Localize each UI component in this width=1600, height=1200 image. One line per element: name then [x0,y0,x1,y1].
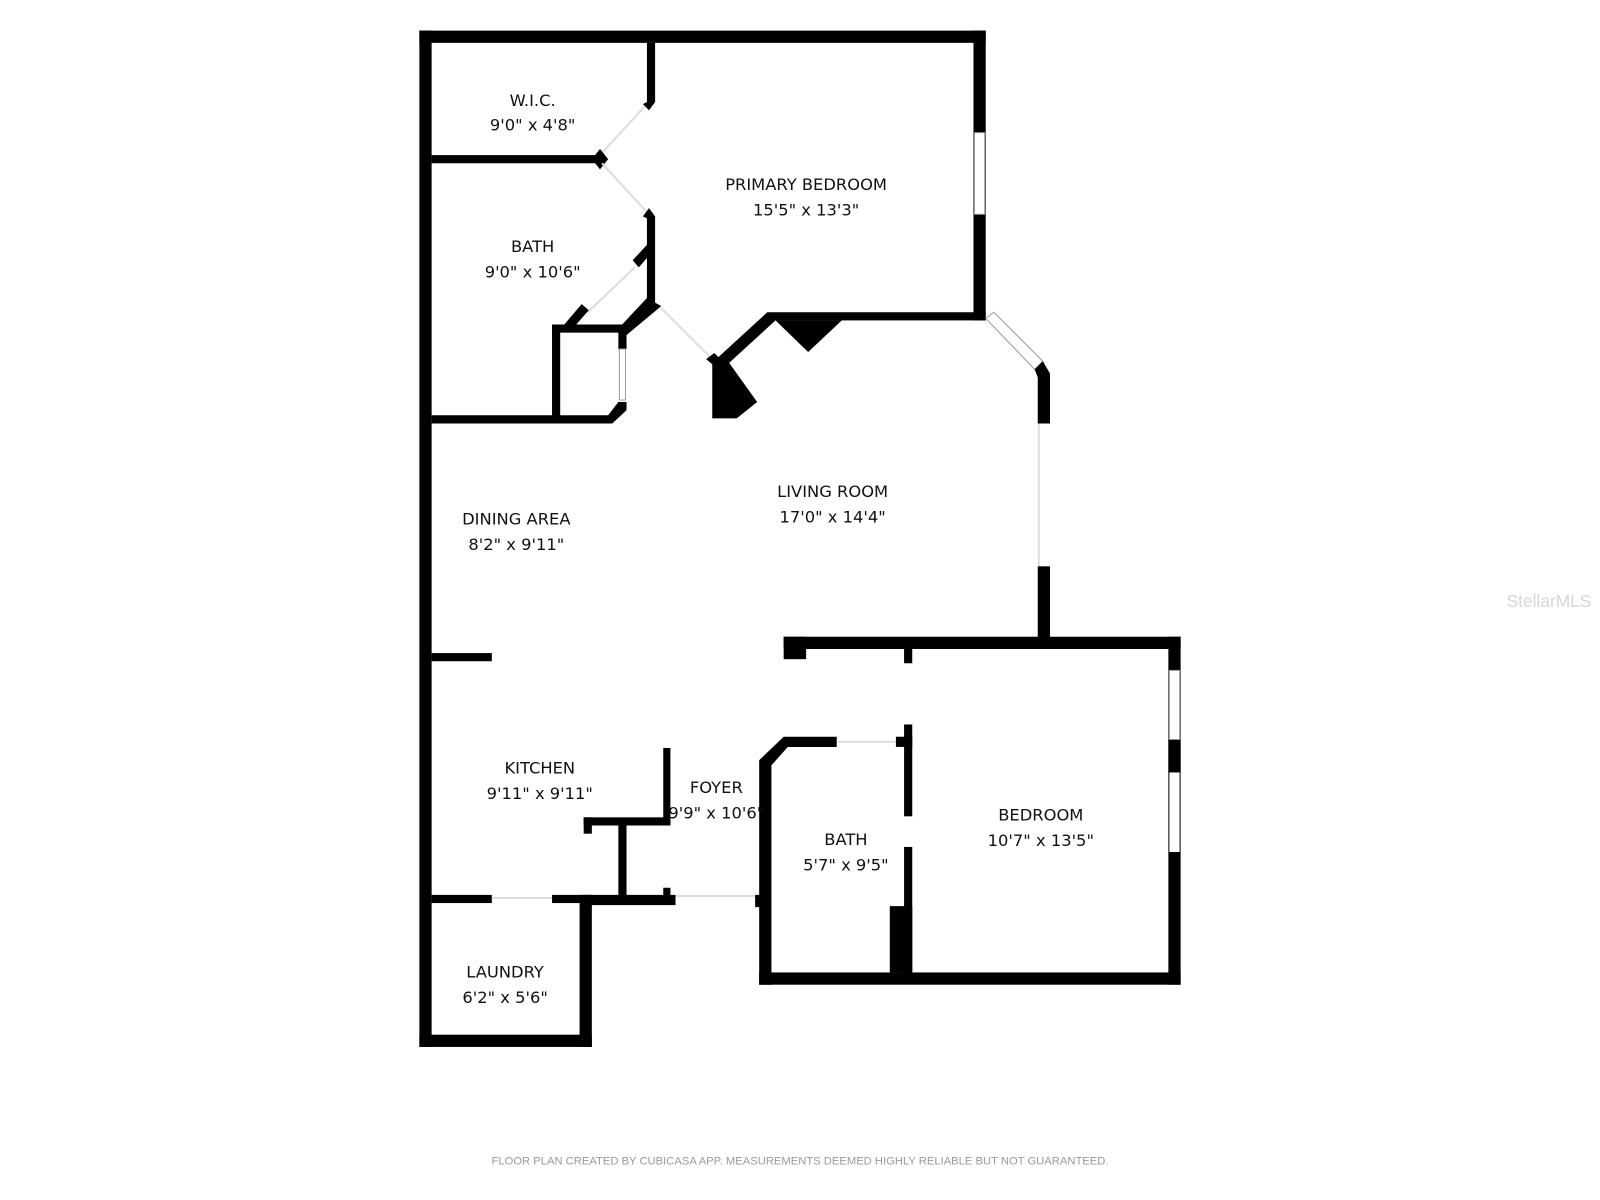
room-living-room: LIVING ROOM 17'0" x 14'4" [777,482,888,527]
room-dining-area: DINING AREA 8'2" x 9'11" [462,509,571,554]
room-bedroom: BEDROOM 10'7" x 13'5" [988,805,1094,850]
footer-disclaimer: FLOOR PLAN CREATED BY CUBICASA APP. MEAS… [492,1155,1109,1167]
room-name: DINING AREA [462,509,571,528]
room-name: W.I.C. [510,91,556,110]
room-size: 10'7" x 13'5" [988,831,1094,850]
room-name: LIVING ROOM [777,482,888,501]
room-name: KITCHEN [504,758,575,777]
room-size: 9'0" x 4'8" [490,116,576,135]
room-size: 8'2" x 9'11" [468,535,564,554]
room-name: FOYER [690,778,743,797]
room-kitchen: KITCHEN 9'11" x 9'11" [487,758,593,803]
room-size: 17'0" x 14'4" [780,507,886,526]
room-primary-bedroom: PRIMARY BEDROOM 15'5" x 13'3" [725,175,887,220]
room-name: PRIMARY BEDROOM [725,175,887,194]
room-size: 6'2" x 5'6" [462,988,548,1007]
room-size: 9'11" x 9'11" [487,784,593,803]
room-bath-2: BATH 5'7" x 9'5" [803,830,889,875]
room-size: 9'0" x 10'6" [485,263,581,282]
room-wic: W.I.C. 9'0" x 4'8" [490,91,576,134]
room-size: 9'9" x 10'6" [668,803,764,822]
room-laundry: LAUNDRY 6'2" x 5'6" [462,963,548,1008]
room-foyer: FOYER 9'9" x 10'6" [668,778,764,823]
room-size: 5'7" x 9'5" [803,855,889,874]
room-name: BATH [824,830,867,849]
room-bath-primary: BATH 9'0" x 10'6" [485,237,581,282]
room-name: LAUNDRY [466,963,544,982]
walls [419,30,1181,1047]
room-size: 15'5" x 13'3" [753,200,859,219]
room-name: BEDROOM [998,805,1083,824]
watermark: StellarMLS [1507,591,1592,611]
room-labels: W.I.C. 9'0" x 4'8" PRIMARY BEDROOM 15'5" x… [462,91,1094,1007]
room-name: BATH [511,237,554,256]
